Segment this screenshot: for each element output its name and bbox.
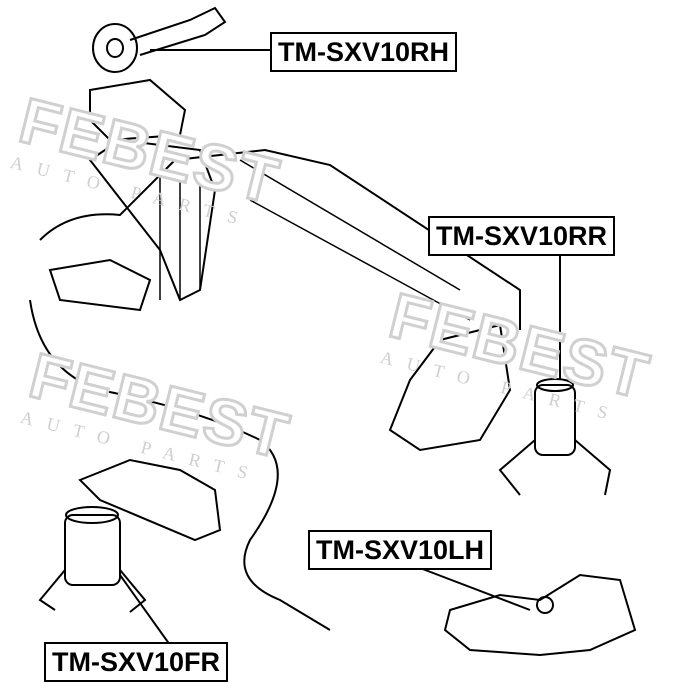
part-label-lh[interactable]: TM-SXV10LH	[308, 530, 493, 570]
mount-lh-drawing	[419, 567, 637, 657]
mount-fr-drawing	[38, 458, 222, 646]
mount-rh-drawing	[88, 6, 227, 302]
part-label-rh[interactable]: TM-SXV10RH	[270, 32, 458, 72]
part-label-fr[interactable]: TM-SXV10FR	[44, 642, 229, 682]
part-label-rr[interactable]: TM-SXV10RR	[428, 216, 616, 256]
mount-rr-drawing	[388, 255, 612, 496]
